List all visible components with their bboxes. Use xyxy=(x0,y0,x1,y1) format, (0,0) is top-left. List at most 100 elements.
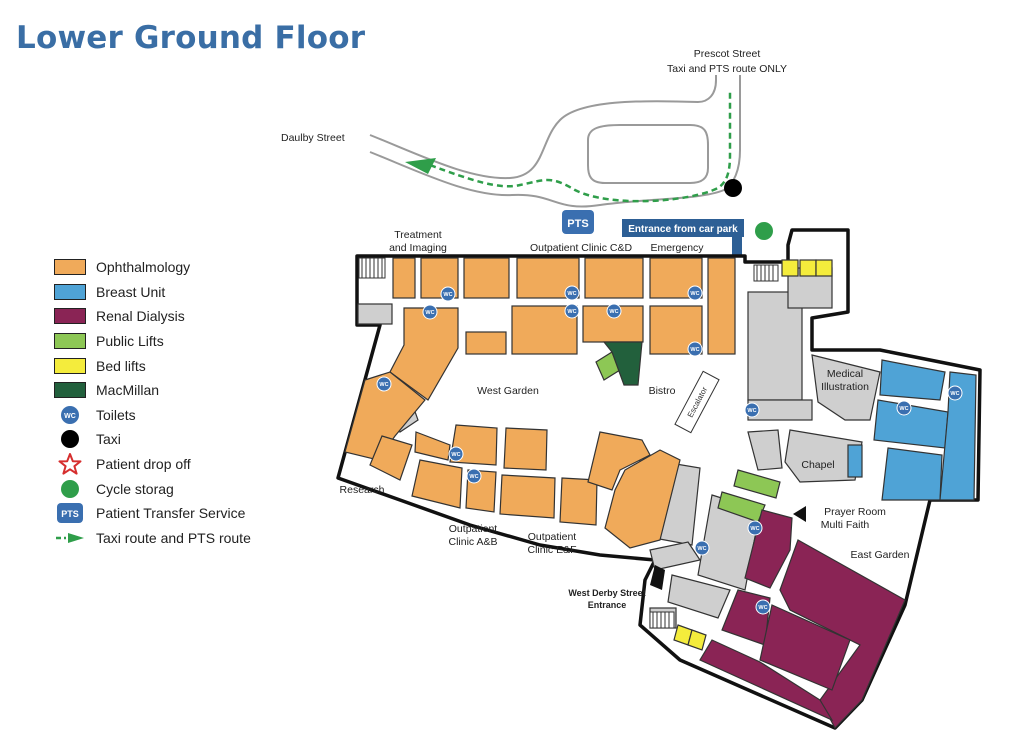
public-lifts-swatch xyxy=(54,333,86,350)
wc-icon: WC xyxy=(564,285,580,301)
svg-text:WC: WC xyxy=(567,309,576,315)
legend-label: Taxi route and PTS route xyxy=(96,529,251,546)
legend-item-route: Taxi route and PTS route xyxy=(54,526,251,551)
svg-text:Emergency: Emergency xyxy=(650,242,704,254)
legend-label: Ophthalmology xyxy=(96,259,191,276)
stairs xyxy=(358,257,779,629)
svg-text:WC: WC xyxy=(64,413,76,420)
legend-label: Bed lifts xyxy=(96,357,146,374)
svg-text:and Imaging: and Imaging xyxy=(389,242,447,254)
svg-text:Daulby Street: Daulby Street xyxy=(281,132,345,144)
grey-areas xyxy=(357,267,881,629)
public-lifts xyxy=(595,351,781,523)
svg-text:Outpatient Clinic C&D: Outpatient Clinic C&D xyxy=(530,242,633,254)
legend-item-ophthalmology: Ophthalmology xyxy=(54,255,251,280)
legend-label: Patient drop off xyxy=(96,456,191,473)
building-outline xyxy=(336,228,982,730)
svg-text:Prayer Room: Prayer Room xyxy=(824,506,886,518)
svg-text:WC: WC xyxy=(950,391,959,397)
svg-text:WC: WC xyxy=(899,406,908,412)
taxi-icon xyxy=(724,179,742,197)
wc-icon: WC xyxy=(687,341,703,357)
breast-unit-swatch xyxy=(54,283,86,300)
legend-label: Public Lifts xyxy=(96,333,164,350)
svg-text:Prescot Street: Prescot Street xyxy=(694,48,761,60)
svg-text:Illustration: Illustration xyxy=(821,381,869,393)
wc-icon: WC xyxy=(54,405,86,425)
legend-item-cycle: Cycle storag xyxy=(54,476,251,501)
wc-icon: WC xyxy=(896,400,912,416)
wc-icon: WC xyxy=(694,540,710,556)
svg-text:WC: WC xyxy=(567,291,576,297)
wc-icon: WC xyxy=(466,468,482,484)
page-title: Lower Ground Floor xyxy=(16,20,366,56)
wc-icon: WC xyxy=(755,599,771,615)
svg-text:Entrance: Entrance xyxy=(588,600,627,610)
legend-label: Breast Unit xyxy=(96,283,166,300)
route-arrow-icon xyxy=(54,531,86,545)
svg-text:PTS: PTS xyxy=(567,218,588,230)
map-labels: Prescot Street Taxi and PTS route ONLY D… xyxy=(281,48,910,610)
svg-text:Treatment: Treatment xyxy=(394,229,442,241)
legend-label: Patient Transfer Service xyxy=(96,505,246,522)
svg-text:Chapel: Chapel xyxy=(801,459,834,471)
svg-text:WC: WC xyxy=(758,605,767,611)
svg-text:WC: WC xyxy=(609,309,618,315)
svg-text:WC: WC xyxy=(443,292,452,298)
cycle-icon xyxy=(755,222,773,240)
breast-unit xyxy=(847,359,977,501)
taxi-pts-route xyxy=(429,90,732,203)
legend-item-macmillan: MacMillan xyxy=(54,378,251,403)
legend-item-public-lifts: Public Lifts xyxy=(54,329,251,354)
wc-icon: WC xyxy=(606,303,622,319)
pts-icon: PTS xyxy=(562,210,594,234)
wc-icon: WC xyxy=(744,402,760,418)
pts-icon: PTS xyxy=(54,502,86,524)
svg-text:Taxi and PTS route ONLY: Taxi and PTS route ONLY xyxy=(667,63,787,75)
svg-text:Medical: Medical xyxy=(827,368,863,380)
renal-dialysis xyxy=(699,509,906,730)
wc-icon: WC xyxy=(747,520,763,536)
cycle-icon xyxy=(54,479,86,499)
entrance-car-park-sign: Entrance from car park xyxy=(622,219,746,268)
svg-text:WC: WC xyxy=(750,526,759,532)
legend-label: Renal Dialysis xyxy=(96,308,185,325)
svg-text:WC: WC xyxy=(451,452,460,458)
svg-text:West Garden: West Garden xyxy=(477,385,539,397)
legend-item-breast-unit: Breast Unit xyxy=(54,280,251,305)
svg-text:Research: Research xyxy=(340,484,385,496)
legend-item-renal-dialysis: Renal Dialysis xyxy=(54,304,251,329)
route-arrow-icon xyxy=(405,158,436,174)
toilet-markers: WC WC WC WC WC WC WC WC WC WC WC WC WC W… xyxy=(376,285,963,615)
bed-lifts xyxy=(673,259,833,651)
svg-text:Escalator: Escalator xyxy=(686,385,710,419)
wc-icon: WC xyxy=(564,303,580,319)
legend-label: Taxi xyxy=(96,431,121,448)
legend-label: Cycle storag xyxy=(96,480,174,497)
wc-icon: WC xyxy=(376,376,392,392)
svg-text:PTS: PTS xyxy=(61,509,79,519)
svg-text:WC: WC xyxy=(379,382,388,388)
legend-label: Toilets xyxy=(96,406,136,423)
escalator: Escalator xyxy=(674,370,720,434)
svg-text:Entrance from car park: Entrance from car park xyxy=(628,224,738,235)
ophthalmology-swatch xyxy=(54,259,86,276)
svg-text:WC: WC xyxy=(690,347,699,353)
taxi-icon xyxy=(54,429,86,449)
svg-text:Outpatient: Outpatient xyxy=(528,531,577,543)
legend-item-drop-off: Patient drop off xyxy=(54,452,251,477)
svg-text:Bistro: Bistro xyxy=(649,385,676,397)
west-derby-entrance-arrow xyxy=(650,565,665,590)
legend-item-taxi: Taxi xyxy=(54,427,251,452)
wc-icon: WC xyxy=(448,446,464,462)
wc-icon: WC xyxy=(687,285,703,301)
bed-lifts-swatch xyxy=(54,357,86,374)
svg-text:East Garden: East Garden xyxy=(851,549,910,561)
svg-text:Outpatient: Outpatient xyxy=(449,523,498,535)
svg-text:Multi Faith: Multi Faith xyxy=(821,519,870,531)
ophthalmology-rooms xyxy=(344,257,736,549)
map-legend: Ophthalmology Breast Unit Renal Dialysis… xyxy=(54,255,251,550)
wc-icon: WC xyxy=(947,385,963,401)
svg-text:WC: WC xyxy=(425,310,434,316)
prayer-room-entrance-arrow xyxy=(793,506,806,522)
